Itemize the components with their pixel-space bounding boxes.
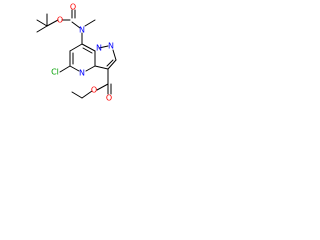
- atom-label-oxygen: O: [106, 94, 112, 103]
- bond: [96, 83, 109, 91]
- tert-butyl-group: [36, 13, 59, 33]
- n-methyl-bond: [84, 19, 96, 27]
- structure-drawing: O O N N N N Cl O O: [36, 3, 117, 103]
- bond: [36, 19, 48, 27]
- bond: [85, 65, 96, 72]
- atom-label-oxygen: O: [70, 3, 76, 12]
- bond: [81, 90, 93, 99]
- bond: [71, 91, 83, 99]
- bond: [82, 47, 93, 54]
- atom-label-nitrogen: N: [79, 26, 85, 35]
- atom-label-chlorine: Cl: [51, 68, 59, 77]
- bond: [59, 65, 71, 73]
- atom-label-nitrogen: N: [108, 42, 114, 51]
- atom-label-oxygen: O: [57, 16, 63, 25]
- bond: [98, 45, 109, 49]
- bond: [94, 65, 109, 70]
- bond: [69, 65, 80, 72]
- bond: [46, 19, 59, 27]
- pyrazole-ring: [94, 45, 117, 70]
- bond: [36, 25, 48, 33]
- bond: [71, 21, 81, 29]
- bond: [81, 43, 96, 52]
- bond: [112, 49, 117, 61]
- atom-label-nitrogen: N: [79, 69, 85, 78]
- molecule-diagram: O O N N N N Cl O O: [0, 0, 152, 152]
- bond: [106, 59, 114, 67]
- bond: [107, 59, 117, 70]
- pyrimidine-ring: [69, 43, 96, 72]
- ester-group: [71, 68, 112, 99]
- atom-label-nitrogen: N: [96, 44, 102, 53]
- atom-label-oxygen: O: [91, 86, 97, 95]
- bond: [69, 43, 83, 52]
